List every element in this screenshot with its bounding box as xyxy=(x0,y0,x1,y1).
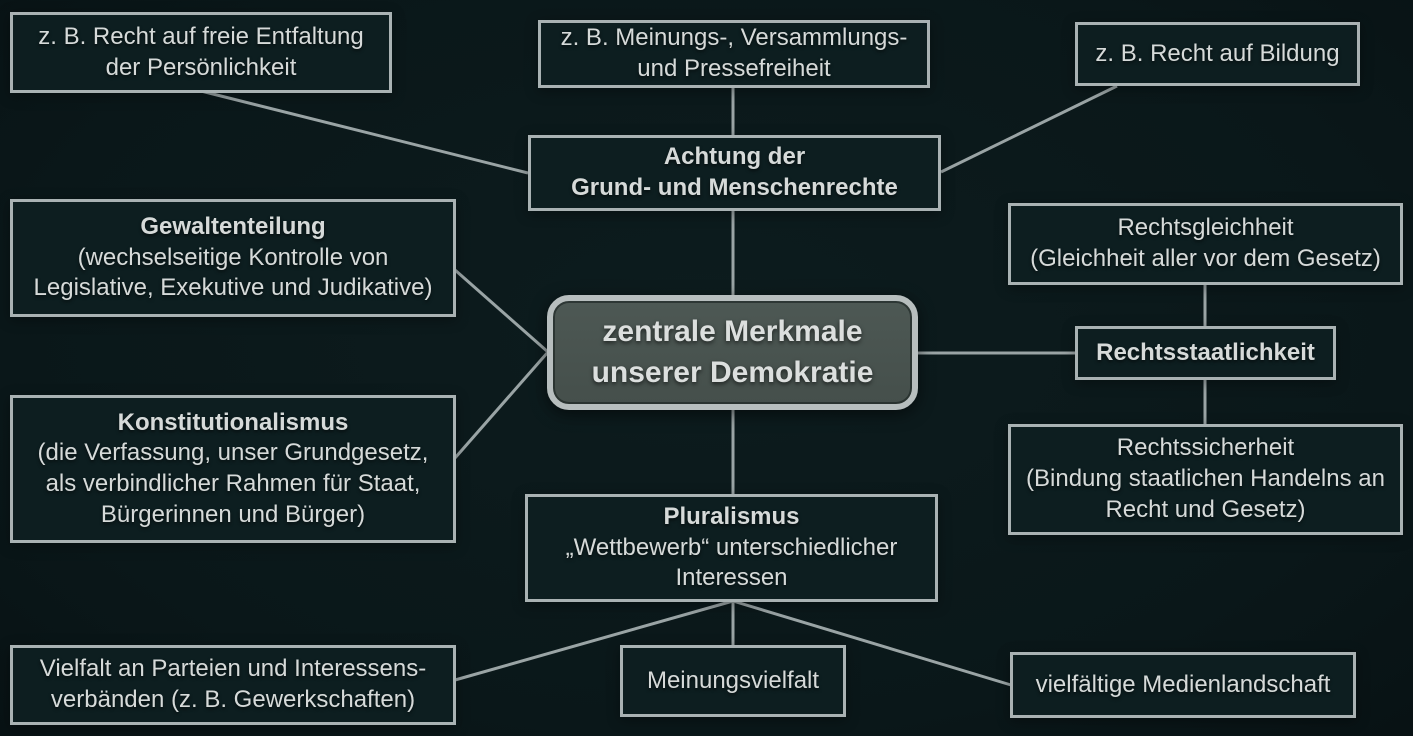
node-title: Rechtsstaatlichkeit xyxy=(1096,338,1315,366)
node-title: Konstitutionalismus xyxy=(117,408,349,436)
node-text: z. B. Recht auf freie Entfaltung der Per… xyxy=(38,22,364,81)
edge-pluralismus-vielfalt_parteien xyxy=(454,599,734,682)
node-title: Gewaltenteilung xyxy=(140,212,326,240)
node-body: (die Verfassung, unser Grundgesetz, als … xyxy=(37,439,429,528)
node-pluralismus: Pluralismus „Wettbewerb“ unterschiedlich… xyxy=(525,494,938,602)
node-text: Vielfalt an Parteien und Interessens- ve… xyxy=(39,655,427,713)
node-achtung-grund-menschenrechte: Achtung der Grund- und Menschenrechte xyxy=(528,135,941,211)
node-zentrale-merkmale-demokratie: zentrale Merkmale unserer Demokratie xyxy=(547,295,918,410)
node-vielfalt-parteien-interessensverbaende: Vielfalt an Parteien und Interessens- ve… xyxy=(10,645,456,725)
node-recht-auf-bildung: z. B. Recht auf Bildung xyxy=(1075,22,1360,86)
node-rechtsgleichheit: Rechtsgleichheit (Gleichheit aller vor d… xyxy=(1008,203,1403,285)
node-vielfaeltige-medienlandschaft: vielfältige Medienlandschaft xyxy=(1010,652,1356,718)
node-recht-freie-entfaltung: z. B. Recht auf freie Entfaltung der Per… xyxy=(10,12,392,93)
edge-pluralismus-medienlandschaft xyxy=(732,599,1012,687)
node-body: (wechselseitige Kontrolle von Legislativ… xyxy=(33,243,433,302)
edge-center-gewaltenteilung xyxy=(454,268,549,354)
center-title: zentrale Merkmale unserer Demokratie xyxy=(591,315,874,389)
node-text: vielfältige Medienlandschaft xyxy=(1035,670,1331,698)
node-rechtsstaatlichkeit: Rechtsstaatlichkeit xyxy=(1075,326,1336,380)
node-text: Rechtssicherheit (Bindung staatlichen Ha… xyxy=(1026,434,1385,523)
node-text: z. B. Meinungs-, Versammlungs- und Press… xyxy=(560,24,908,82)
node-title: Achtung der Grund- und Menschenrechte xyxy=(571,143,898,201)
node-konstitutionalismus: Konstitutionalismus (die Verfassung, uns… xyxy=(10,395,456,543)
node-text: Rechtsgleichheit (Gleichheit aller vor d… xyxy=(1030,214,1381,272)
edge-ex_persoenlichkeit-achtung xyxy=(200,89,529,175)
node-gewaltenteilung: Gewaltenteilung (wechselseitige Kontroll… xyxy=(10,199,456,317)
node-meinungsvielfalt: Meinungsvielfalt xyxy=(620,645,846,717)
node-title: Pluralismus xyxy=(663,502,800,530)
edge-ex_bildung-achtung xyxy=(940,84,1118,174)
edge-center-konstitutionalismus xyxy=(453,351,550,459)
node-text: z. B. Recht auf Bildung xyxy=(1095,39,1340,67)
node-rechtssicherheit: Rechtssicherheit (Bindung staatlichen Ha… xyxy=(1008,424,1403,535)
node-text: Meinungsvielfalt xyxy=(646,666,820,694)
node-meinungs-versammlungs-pressefreiheit: z. B. Meinungs-, Versammlungs- und Press… xyxy=(538,20,930,88)
node-body: „Wettbewerb“ unterschiedlicher Interesse… xyxy=(565,533,898,592)
